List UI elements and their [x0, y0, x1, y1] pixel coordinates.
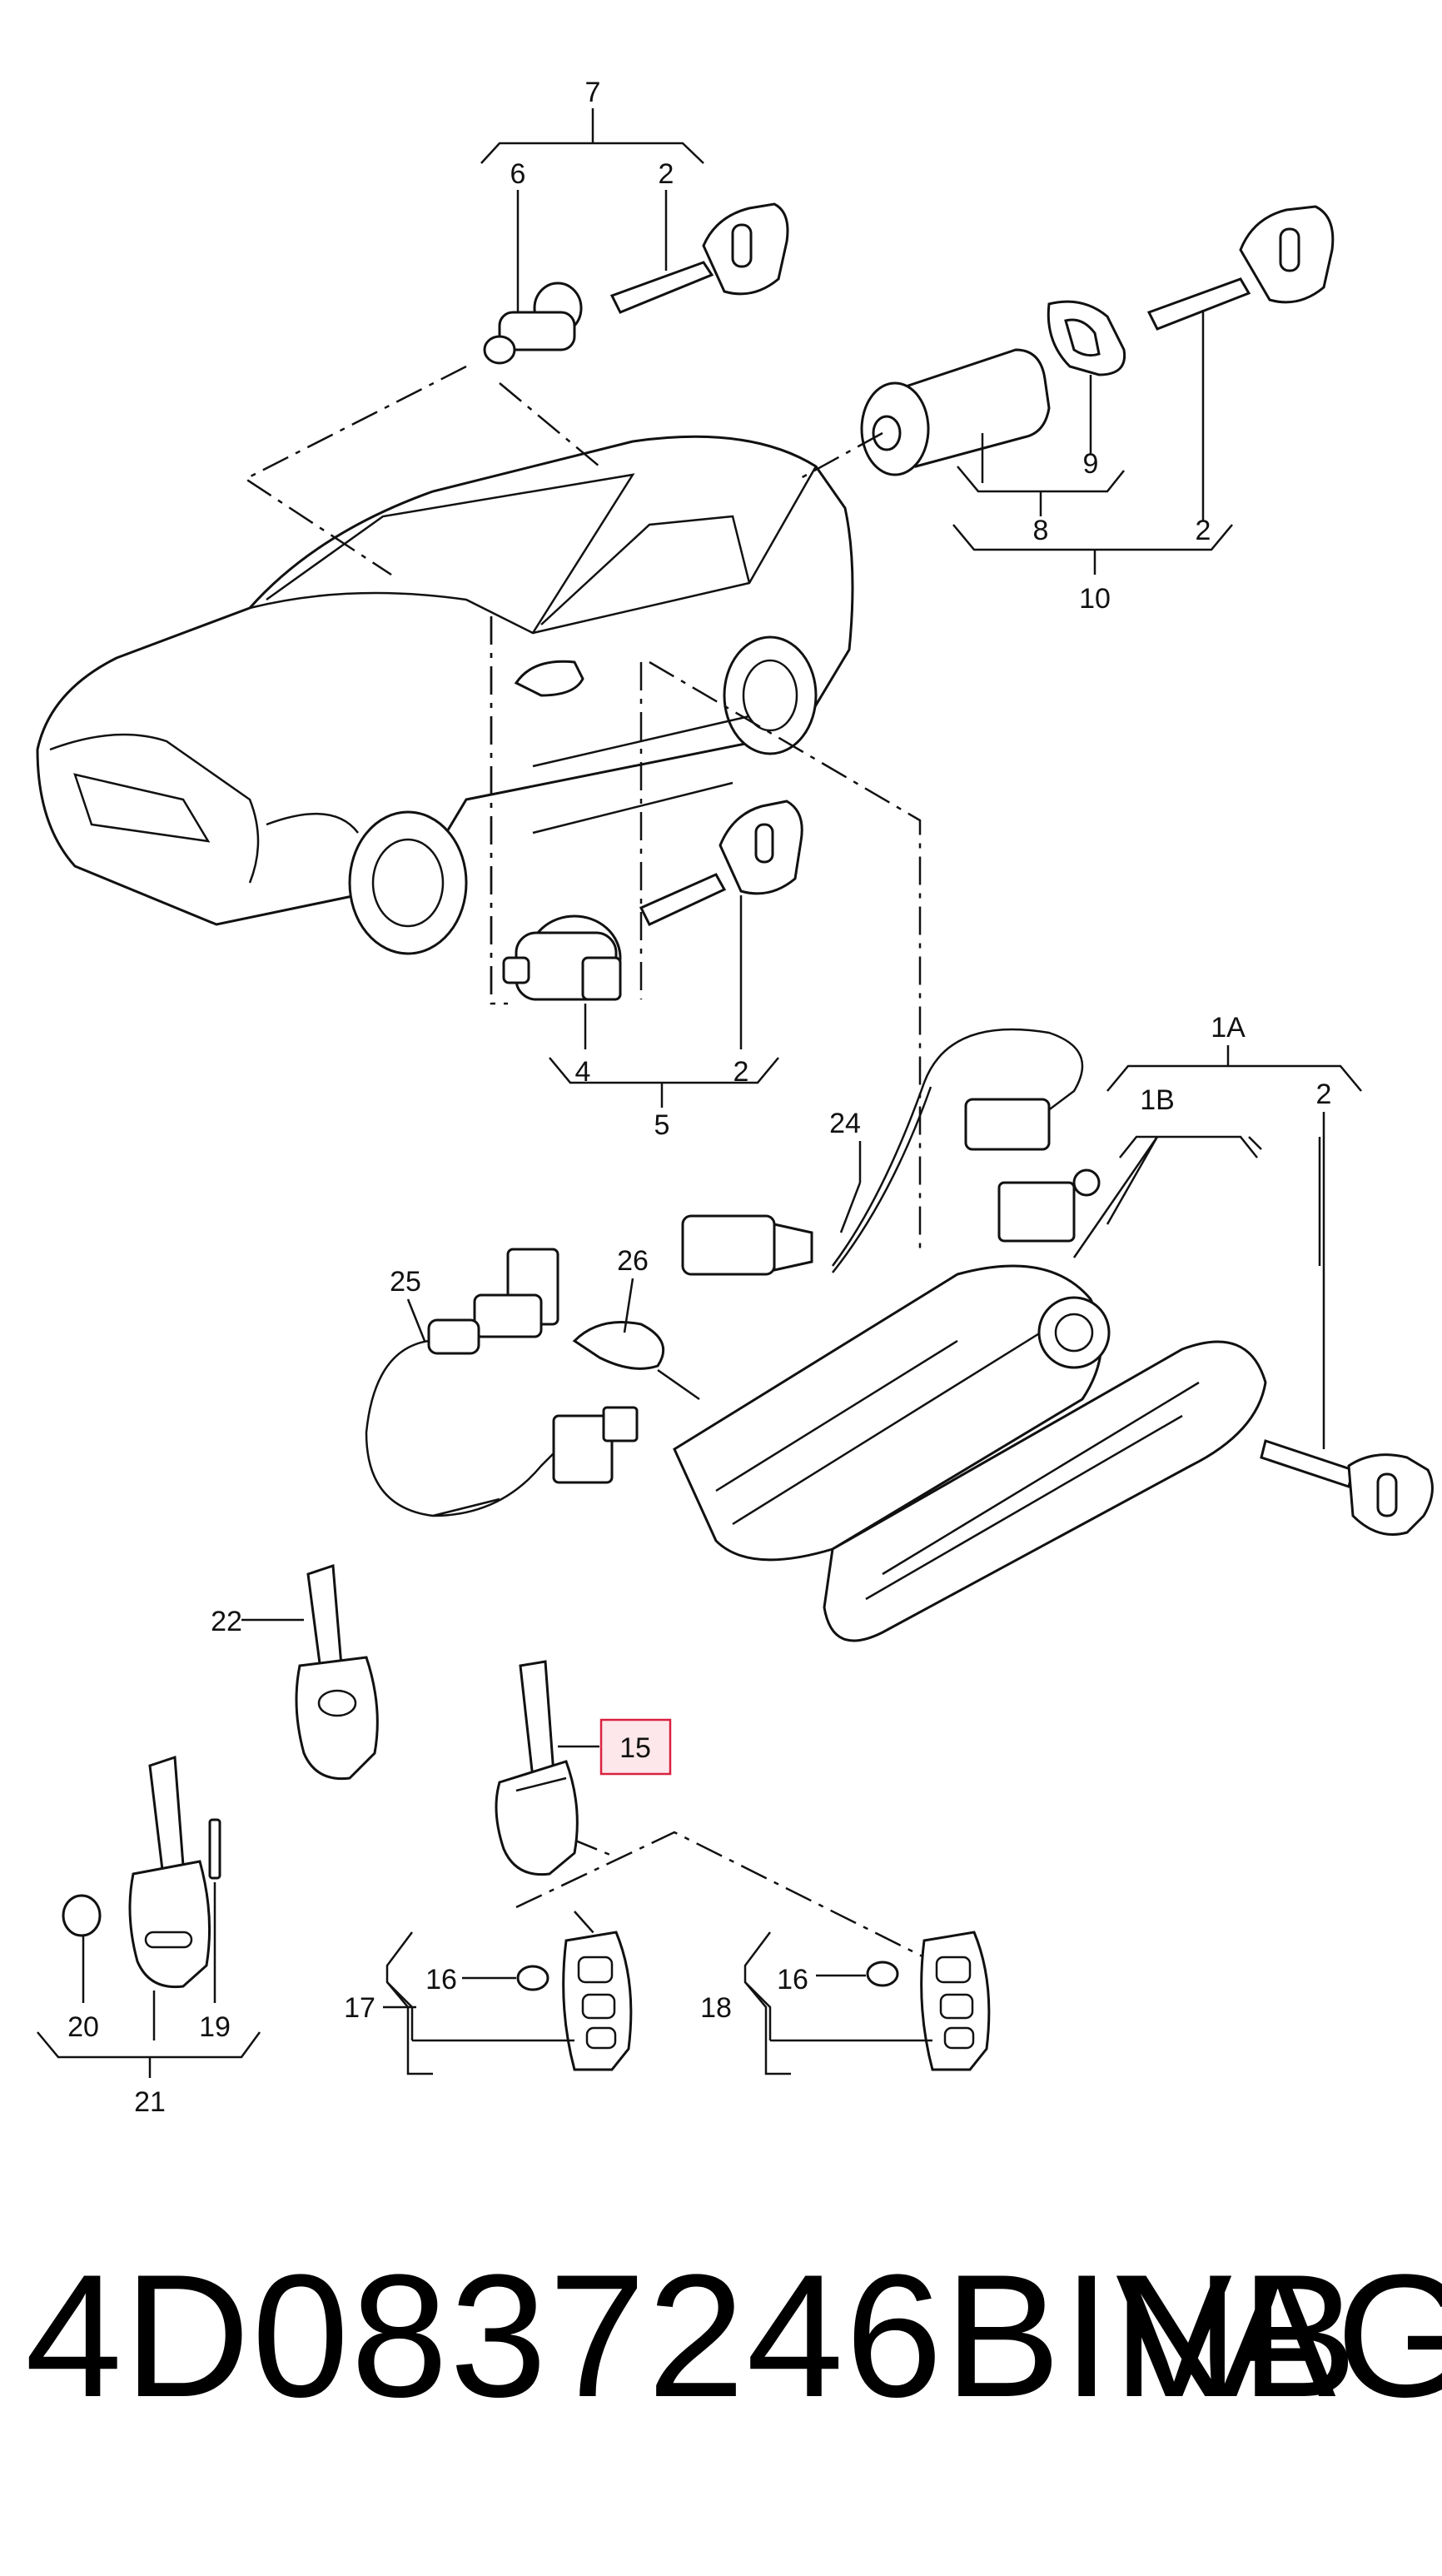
key-2-top-right [1146, 205, 1335, 331]
callout-15: 15 [619, 1732, 651, 1764]
remote-housing-17 [383, 1931, 633, 2075]
callout-2a: 2 [659, 158, 674, 190]
key-group-21 [37, 1755, 261, 2078]
key-2-top-left [609, 202, 789, 314]
tailgate-lock-group-10 [860, 205, 1335, 575]
brand-label: VAG [1116, 2238, 1442, 2434]
callout-1A: 1A [1211, 1012, 1246, 1044]
callout-20: 20 [67, 2011, 99, 2043]
callout-19: 19 [199, 2011, 231, 2043]
key-2-handle [1260, 1439, 1434, 1536]
callout-10: 10 [1079, 583, 1111, 615]
highlight-box-15 [599, 1718, 672, 1776]
callout-5: 5 [654, 1109, 670, 1141]
callout-8: 8 [1033, 515, 1049, 546]
callout-16b: 16 [777, 1964, 808, 1996]
callout-2d: 2 [1316, 1079, 1332, 1110]
callout-24: 24 [829, 1108, 861, 1139]
callout-4: 4 [575, 1056, 591, 1088]
key-2-middle [639, 800, 803, 926]
wiring-25-26 [365, 1248, 700, 1517]
callout-2b: 2 [1196, 515, 1211, 546]
callout-6: 6 [510, 158, 526, 190]
callout-7: 7 [585, 77, 601, 108]
parts-diagram: 7 6 2 9 8 2 10 4 2 5 1A 1B 2 24 25 26 22… [36, 77, 1434, 2118]
callout-2c: 2 [733, 1056, 749, 1088]
lock-cylinder-6 [483, 282, 583, 365]
callout-9: 9 [1083, 448, 1099, 480]
callout-18: 18 [700, 1992, 732, 2024]
callout-22: 22 [211, 1606, 242, 1637]
callout-26: 26 [617, 1245, 649, 1277]
callout-25: 25 [390, 1266, 421, 1298]
callout-21: 21 [134, 2086, 166, 2118]
ignition-lock-4 [502, 914, 622, 1001]
seal-9 [1047, 300, 1126, 376]
key-15 [495, 1660, 599, 1876]
callout-labels: 7 6 2 9 8 2 10 4 2 5 1A 1B 2 24 25 26 22… [67, 77, 1331, 2118]
lock-barrel-8 [860, 348, 1051, 476]
lock-cylinder-group-7 [480, 108, 789, 365]
key-22 [241, 1563, 379, 1781]
remote-housing-18 [743, 1931, 991, 2075]
callout-17: 17 [344, 1992, 375, 2024]
door-handle-assembly-1A [673, 1028, 1434, 1642]
leader-lines [243, 365, 942, 1967]
callout-1B: 1B [1140, 1084, 1175, 1116]
ignition-lock-group-5 [502, 800, 803, 1108]
callout-16a: 16 [425, 1964, 457, 1996]
part-number: 4D0837246BINB [25, 2238, 1360, 2434]
car-illustration [36, 435, 854, 955]
